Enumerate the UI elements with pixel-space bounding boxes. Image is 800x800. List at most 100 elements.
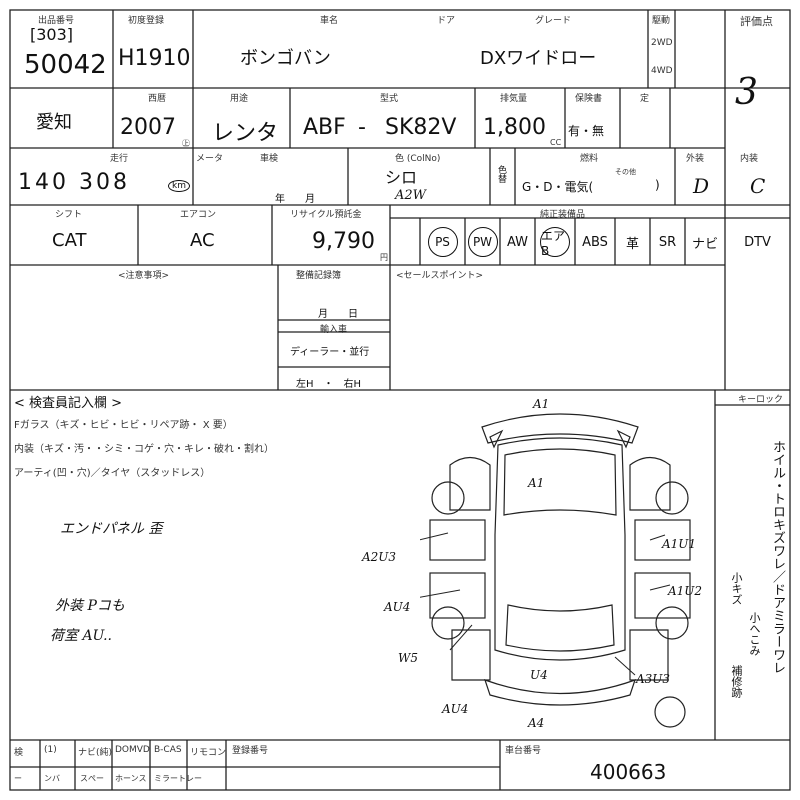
chassis-number: 400663 [590,760,667,784]
footer-label: リモコン [190,748,227,758]
door-label: ドア [437,16,456,26]
type-dash: - [358,115,366,140]
type-code: SK82V [385,115,457,140]
lot-sub: [303] [30,25,74,44]
dealer-option: ディーラー・並行 [290,347,370,358]
interior-line: 内装（キズ・汚・・シミ・コゲ・穴・キレ・破れ・割れ） [14,444,274,455]
interior-label: 内装 [740,154,759,164]
equip-item: ABS [575,222,615,262]
mark-label: 登録番号 [232,746,269,756]
side-vertical-note: ホイル・トロキズワレ／ドアミラーワレ [770,440,785,674]
fuel-close: ) [655,178,660,192]
insurance-label: 保険書 [575,94,603,104]
footer-label-2: スぺー [80,774,104,783]
inspector-title: < 検査員記入欄 > [14,396,123,411]
equip-label: DTV [744,234,771,250]
footer-label: ナビ(純) [78,748,113,758]
yen-mark: ㊤ [182,139,190,148]
damage-mark: A1 [533,397,550,411]
color: シロ [385,168,418,187]
damage-mark: A2U3 [362,550,397,564]
caution-label: <注意事項> [118,271,170,281]
type-prefix: ABF [303,115,346,140]
equip-label: エアB [540,227,570,258]
damage-mark: W5 [398,651,418,665]
equip-label: PS [427,227,458,257]
mileage-label: 走行 [110,154,129,164]
equip-label: SR [658,234,677,250]
sales-point-label: <セールスポイント> [396,271,484,281]
use-label: 用途 [230,94,249,104]
model-name-label: 車名 [320,16,339,26]
footer-label-2: ミラートレー [154,774,202,783]
cc-label: 排気量 [500,94,528,104]
damage-mark: A3U3 [636,672,671,686]
keylock-label: キーロック [738,395,784,405]
inspector-note-1: エンドパネル 歪 [60,521,163,537]
equip-label: 純正装備品 [540,210,586,220]
color-change-label: 色替 [496,165,506,183]
meter-label: メータ [196,154,224,164]
type-label: 型式 [380,94,399,104]
first-reg: H1910 [118,46,191,71]
equip-item: 革 [615,222,650,262]
glass-line: Fガラス（キズ・ヒビ・ヒビ・リペア跡・ X 要） [14,420,233,431]
equip-item: エアB [535,222,575,262]
side-small-1: 小キズ [730,572,743,605]
fuel-other: その他 [615,168,636,176]
shift: CAT [52,230,87,251]
color-label: 色 (ColNo) [395,154,441,164]
recycle-label: リサイクル預託金 [290,210,362,220]
equip-item: ナビ [685,222,725,262]
inspector-note-3: 荷室 AU.. [50,628,112,644]
footer-label: B-CAS [154,745,182,755]
equip-item: AW [500,222,535,262]
equip-label: ABS [582,234,608,250]
record-label: 整備記録簿 [296,271,342,281]
inspect-label: 車検 [260,154,279,164]
use: レンタ [212,121,279,146]
model-name: ボンゴバン [240,48,331,69]
cc-unit: CC [550,138,562,147]
damage-mark: A1U1 [662,537,697,551]
equip-item: PS [420,222,465,262]
ac-label: エアコン [180,210,217,220]
equip-label: 革 [625,236,639,252]
equip-item: DTV [725,222,790,262]
side-circles [654,696,686,728]
footer-label-2: ー [14,774,22,783]
chassis-label: 車台番号 [505,746,542,756]
first-reg-label: 初度登録 [128,16,165,26]
lot-number: 50042 [24,50,107,80]
damage-mark: U4 [530,668,548,682]
capacity-label: 定 [640,94,650,104]
damage-mark: AU4 [442,702,469,716]
drive-label: 駆動 [652,16,671,26]
exterior-grade: D [693,174,710,198]
equip-item: SR [650,222,685,262]
drive-4wd: 4WD [651,66,673,76]
region: 愛知 [36,112,72,133]
interior-grade: C [750,174,766,198]
year-label: 西暦 [148,94,167,104]
lot-label: 出品番号 [38,16,75,26]
footer-label-2: ンバ [44,774,60,783]
record-date: 月 日 [318,309,358,320]
handle-option: 左H ・ 右H [296,379,362,390]
fuel-label: 燃料 [580,154,599,164]
drive-2wd: 2WD [651,38,673,48]
side-small-3: 補修跡 [730,665,743,698]
damage-mark: A1 [528,476,545,490]
recycle-fee: 9,790 [312,229,375,254]
equip-item: PW [465,222,500,262]
year: 2007 [120,115,176,140]
grade: DXワイドロー [480,48,597,69]
equip-label: AW [506,234,529,250]
import-label: 輸入車 [320,325,348,335]
insurance: 有・無 [568,124,605,138]
damage-mark: A1U2 [668,584,703,598]
mileage-unit: km [168,180,190,192]
grade-label: グレード [535,16,572,26]
